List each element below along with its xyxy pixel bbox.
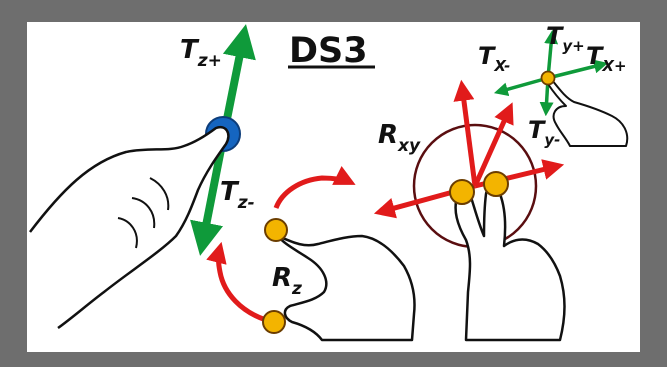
txy-touch-point bbox=[540, 70, 556, 86]
rxy-touch-point-left bbox=[449, 179, 475, 205]
left-hand-fingers bbox=[117, 177, 170, 249]
diagram-title: DS3 bbox=[289, 31, 368, 71]
right-hand-icon bbox=[454, 185, 566, 342]
rxy-arrow-up-right bbox=[472, 102, 514, 188]
tx-minus-arrow bbox=[493, 76, 549, 97]
middle-hand-icon bbox=[276, 234, 416, 342]
left-hand-icon bbox=[29, 125, 230, 330]
label-ty-plus: Ty+ bbox=[546, 22, 585, 55]
label-rz: Rz bbox=[272, 263, 302, 299]
label-tx-minus: TX- bbox=[478, 42, 510, 75]
label-tz-plus: Tz+ bbox=[180, 35, 222, 71]
rxy-arrow-up bbox=[453, 79, 478, 187]
rz-arrow-bottom bbox=[206, 241, 267, 323]
small-hand-icon bbox=[546, 78, 629, 147]
label-ty-minus: Ty- bbox=[528, 116, 560, 149]
rz-arrow-top bbox=[273, 166, 356, 210]
label-tz-minus: Tz- bbox=[220, 177, 255, 213]
tx-plus-arrow bbox=[547, 59, 609, 80]
rz-touch-point-top bbox=[264, 218, 288, 242]
label-rxy: Rxy bbox=[378, 120, 421, 156]
rxy-touch-point-right bbox=[483, 171, 509, 197]
label-tx-plus: TX+ bbox=[586, 42, 627, 75]
rz-touch-point-bottom bbox=[262, 310, 286, 334]
